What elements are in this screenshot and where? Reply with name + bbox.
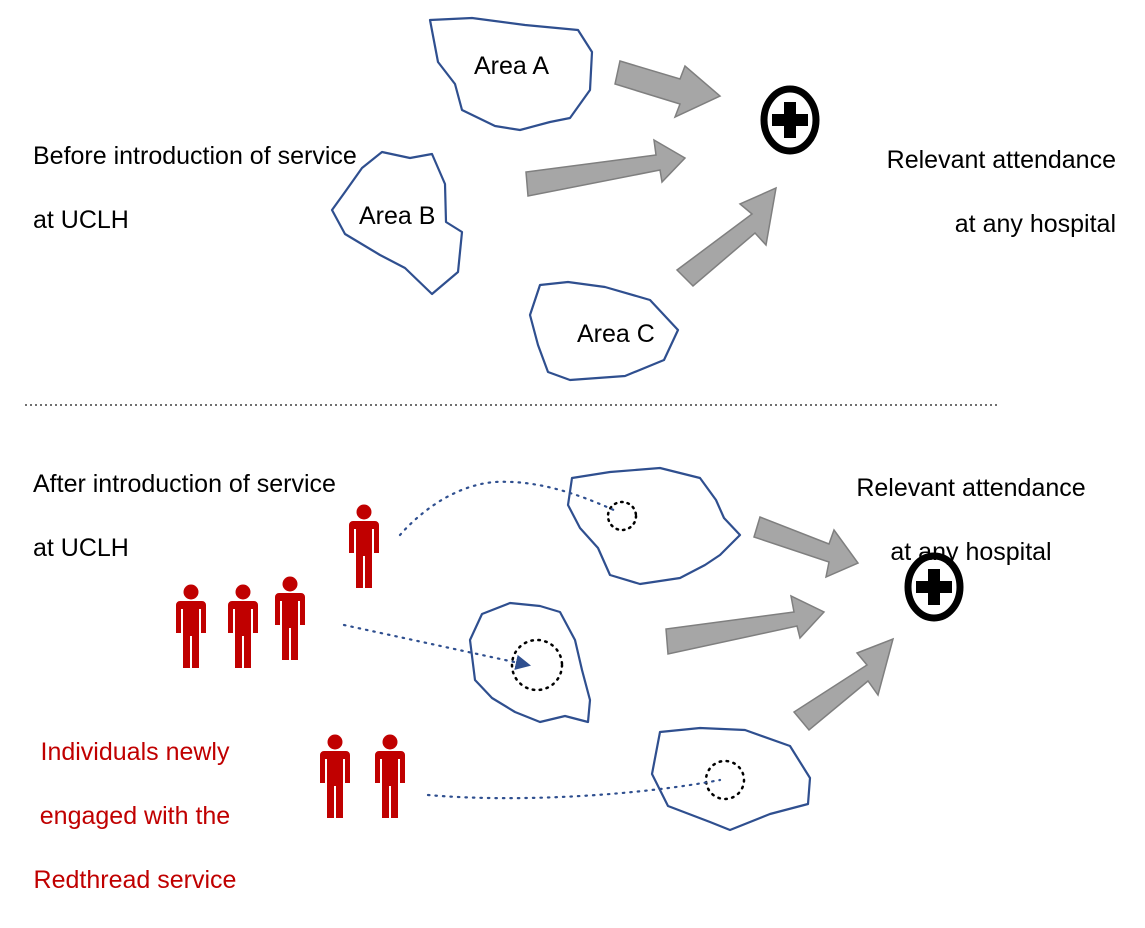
person-icon-6 — [375, 734, 405, 818]
arrow-icon-after-bottom — [792, 637, 895, 732]
before-destination: Relevant attendance at any hospital — [866, 112, 1116, 272]
arrow-icon-after-top — [753, 516, 860, 579]
diagram-canvas — [25, 16, 1000, 832]
area-b-label: Area B — [359, 202, 436, 230]
target-circle-bottom — [704, 759, 746, 801]
person-icon-3 — [228, 584, 258, 668]
dotted-path-middle — [342, 623, 532, 670]
before-caption-line1: Before introduction of service — [33, 142, 357, 170]
person-icon-2 — [176, 584, 206, 668]
area-bottom-after-shape — [650, 726, 812, 832]
after-caption: After introduction of service at UCLH — [33, 436, 336, 596]
area-a-shape — [428, 16, 594, 132]
arrow-icon-before-c — [675, 186, 777, 288]
before-caption-line2: at UCLH — [33, 206, 129, 234]
hospital-cross-icon-after — [904, 552, 964, 622]
dotted-path-bottom — [426, 778, 722, 800]
person-icon-5 — [320, 734, 350, 818]
before-destination-line2: at any hospital — [954, 210, 1116, 238]
area-c-label: Area C — [577, 320, 655, 348]
arrow-icon-before-a — [614, 60, 722, 119]
after-destination-line2: at any hospital — [890, 538, 1052, 566]
after-caption-line2: at UCLH — [33, 534, 129, 562]
area-c-shape — [528, 280, 680, 382]
after-destination: Relevant attendance at any hospital — [846, 440, 1096, 600]
arrow-icon-before-b — [525, 138, 687, 197]
individuals-line2: engaged with the — [39, 802, 231, 830]
individuals-line3: Redthread service — [33, 866, 237, 894]
hospital-cross-icon-before — [760, 85, 820, 155]
target-circle-top — [606, 500, 638, 532]
person-icon-1 — [349, 504, 379, 588]
after-caption-line1: After introduction of service — [33, 470, 336, 498]
area-b-shape — [330, 150, 464, 296]
area-middle-after-shape — [468, 601, 592, 724]
individuals-caption: Individuals newly engaged with the Redth… — [0, 704, 270, 928]
area-a-label: Area A — [474, 52, 550, 80]
individuals-line1: Individuals newly — [40, 738, 230, 766]
arrow-icon-after-middle — [665, 594, 826, 655]
dotted-path-top — [398, 480, 620, 537]
after-destination-line1: Relevant attendance — [856, 474, 1086, 502]
target-circle-middle — [510, 638, 564, 692]
before-destination-line1: Relevant attendance — [886, 146, 1116, 174]
before-caption: Before introduction of service at UCLH — [33, 108, 357, 268]
area-top-after-shape — [566, 466, 742, 586]
